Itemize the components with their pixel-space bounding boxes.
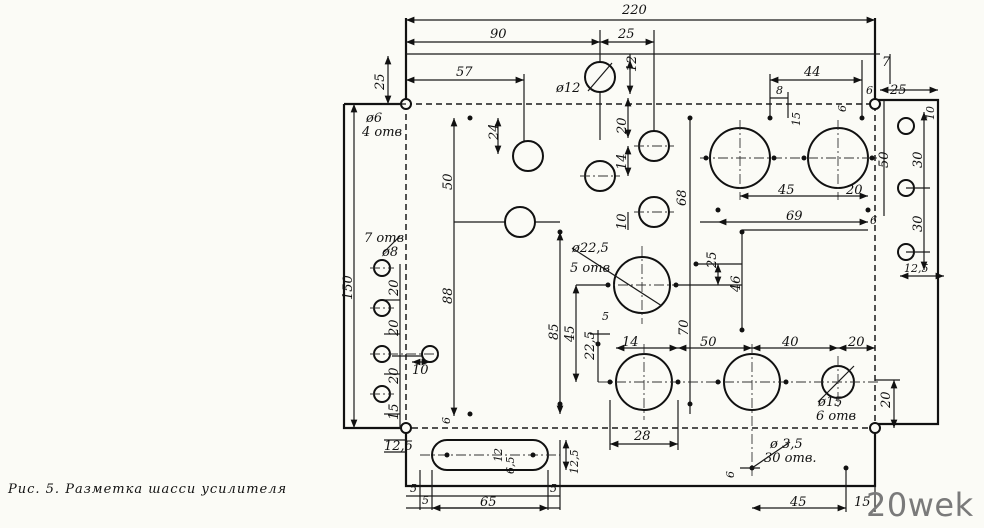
dim-6-bottom: 6 xyxy=(724,471,737,478)
dim-5: 5 xyxy=(602,310,609,323)
dim-6-5-slot: 6,5 xyxy=(504,457,517,475)
dim-30-b: 30 xyxy=(911,215,926,232)
right-holes xyxy=(875,112,944,428)
dim-12-top: 12 xyxy=(625,55,640,72)
dim-57: 57 xyxy=(456,65,473,80)
dim-22-5: 22,5 xyxy=(583,331,598,361)
dim-45-top: 45 xyxy=(777,183,795,198)
dim-15-left: 15 xyxy=(387,403,402,420)
dim-6-center: 6 xyxy=(836,105,849,112)
dim-6-right: 6 xyxy=(866,84,873,97)
dim-30-a: 30 xyxy=(911,151,926,168)
dim-25-left: 25 xyxy=(373,73,388,91)
holes-7: 7 отв xyxy=(364,231,404,246)
dim-20-l1: 20 xyxy=(387,279,402,297)
dim-25-right: 25 xyxy=(889,83,907,98)
dim-20-l3: 20 xyxy=(387,367,402,385)
dim-12-5: 12,5 xyxy=(384,439,413,454)
dim-12-5-bottom: 12,5 xyxy=(568,450,581,475)
dim-20-a: 20 xyxy=(615,117,630,135)
holes-5: 5 отв xyxy=(570,261,610,276)
dim-50-right: 50 xyxy=(877,151,892,168)
dim-20-b: 20 xyxy=(847,335,865,350)
dim-15: 15 xyxy=(790,112,803,126)
dim-5-c: 5 xyxy=(550,482,557,495)
dim-14: 14 xyxy=(615,153,630,170)
dim-10-left: 10 xyxy=(412,363,429,378)
dim-88: 88 xyxy=(441,287,456,304)
dim-25-mid: 25 xyxy=(705,251,720,269)
dim-20-right-bottom: 20 xyxy=(879,391,894,409)
dim-14-b: 14 xyxy=(622,335,639,350)
dim-50-left: 50 xyxy=(441,173,456,190)
bottom-sockets xyxy=(557,330,880,476)
dim-7: 7 xyxy=(882,55,891,70)
dim-65: 65 xyxy=(480,495,497,510)
phi-3-5: ø 3,5 xyxy=(769,437,803,452)
dim-6-d: 6 xyxy=(870,214,877,227)
dim-220: 220 xyxy=(621,3,647,18)
left-holes xyxy=(370,259,442,403)
phi-15: ø15 xyxy=(817,395,842,410)
dim-20-l2: 20 xyxy=(387,319,402,337)
dim-69: 69 xyxy=(786,209,803,224)
dim-70: 70 xyxy=(677,319,692,336)
dim-50-b: 50 xyxy=(700,335,717,350)
dim-20-top: 20 xyxy=(845,183,863,198)
tube-sockets-top xyxy=(687,115,880,414)
dim-24: 24 xyxy=(487,123,502,141)
dim-15-bottom: 15 xyxy=(854,495,871,510)
holes-4: 4 отв xyxy=(361,125,402,140)
top-dimensions xyxy=(382,16,938,216)
dim-28: 28 xyxy=(633,429,651,444)
dim-40: 40 xyxy=(781,335,799,350)
dim-45-left: 45 xyxy=(563,325,578,343)
phi-22-5: ø22,5 xyxy=(571,241,609,256)
socket-center xyxy=(556,229,745,414)
dim-5-b: 5 xyxy=(422,494,429,507)
holes-30: 30 отв. xyxy=(764,451,817,466)
dim-85: 85 xyxy=(547,323,562,340)
dim-46: 46 xyxy=(729,275,744,293)
dim-44: 44 xyxy=(803,65,821,80)
dim-45-bottom: 45 xyxy=(789,495,807,510)
dim-68: 68 xyxy=(675,189,690,206)
bottom-slot xyxy=(406,439,876,512)
dim-5-a: 5 xyxy=(410,482,417,495)
dim-90: 90 xyxy=(490,27,507,42)
dim-12-slot: 12 xyxy=(492,448,505,462)
holes-6: 6 отв xyxy=(816,409,856,424)
dimension-labels: 220 90 25 12 ø12 7 44 57 25 8 6 25 6 15 … xyxy=(341,3,937,510)
dim-10-b: 10 xyxy=(615,213,630,230)
phi-6: ø6 xyxy=(365,111,382,126)
upper-middle-holes xyxy=(467,61,674,417)
figure-caption: Рис. 5. Разметка шасси усилителя xyxy=(8,482,288,497)
dim-10-right: 10 xyxy=(924,106,937,120)
dim-25-top: 25 xyxy=(617,27,635,42)
phi-8: ø8 xyxy=(381,245,398,260)
chassis-outline xyxy=(342,18,940,488)
phi-12: ø12 xyxy=(555,81,580,96)
dim-8: 8 xyxy=(776,84,783,97)
dim-6-left: 6 xyxy=(440,417,453,424)
dim-150: 150 xyxy=(341,275,356,300)
left-dimensions xyxy=(350,104,560,453)
watermark: 20wek xyxy=(866,486,974,524)
dim-12-5-right: 12,5 xyxy=(904,262,929,275)
